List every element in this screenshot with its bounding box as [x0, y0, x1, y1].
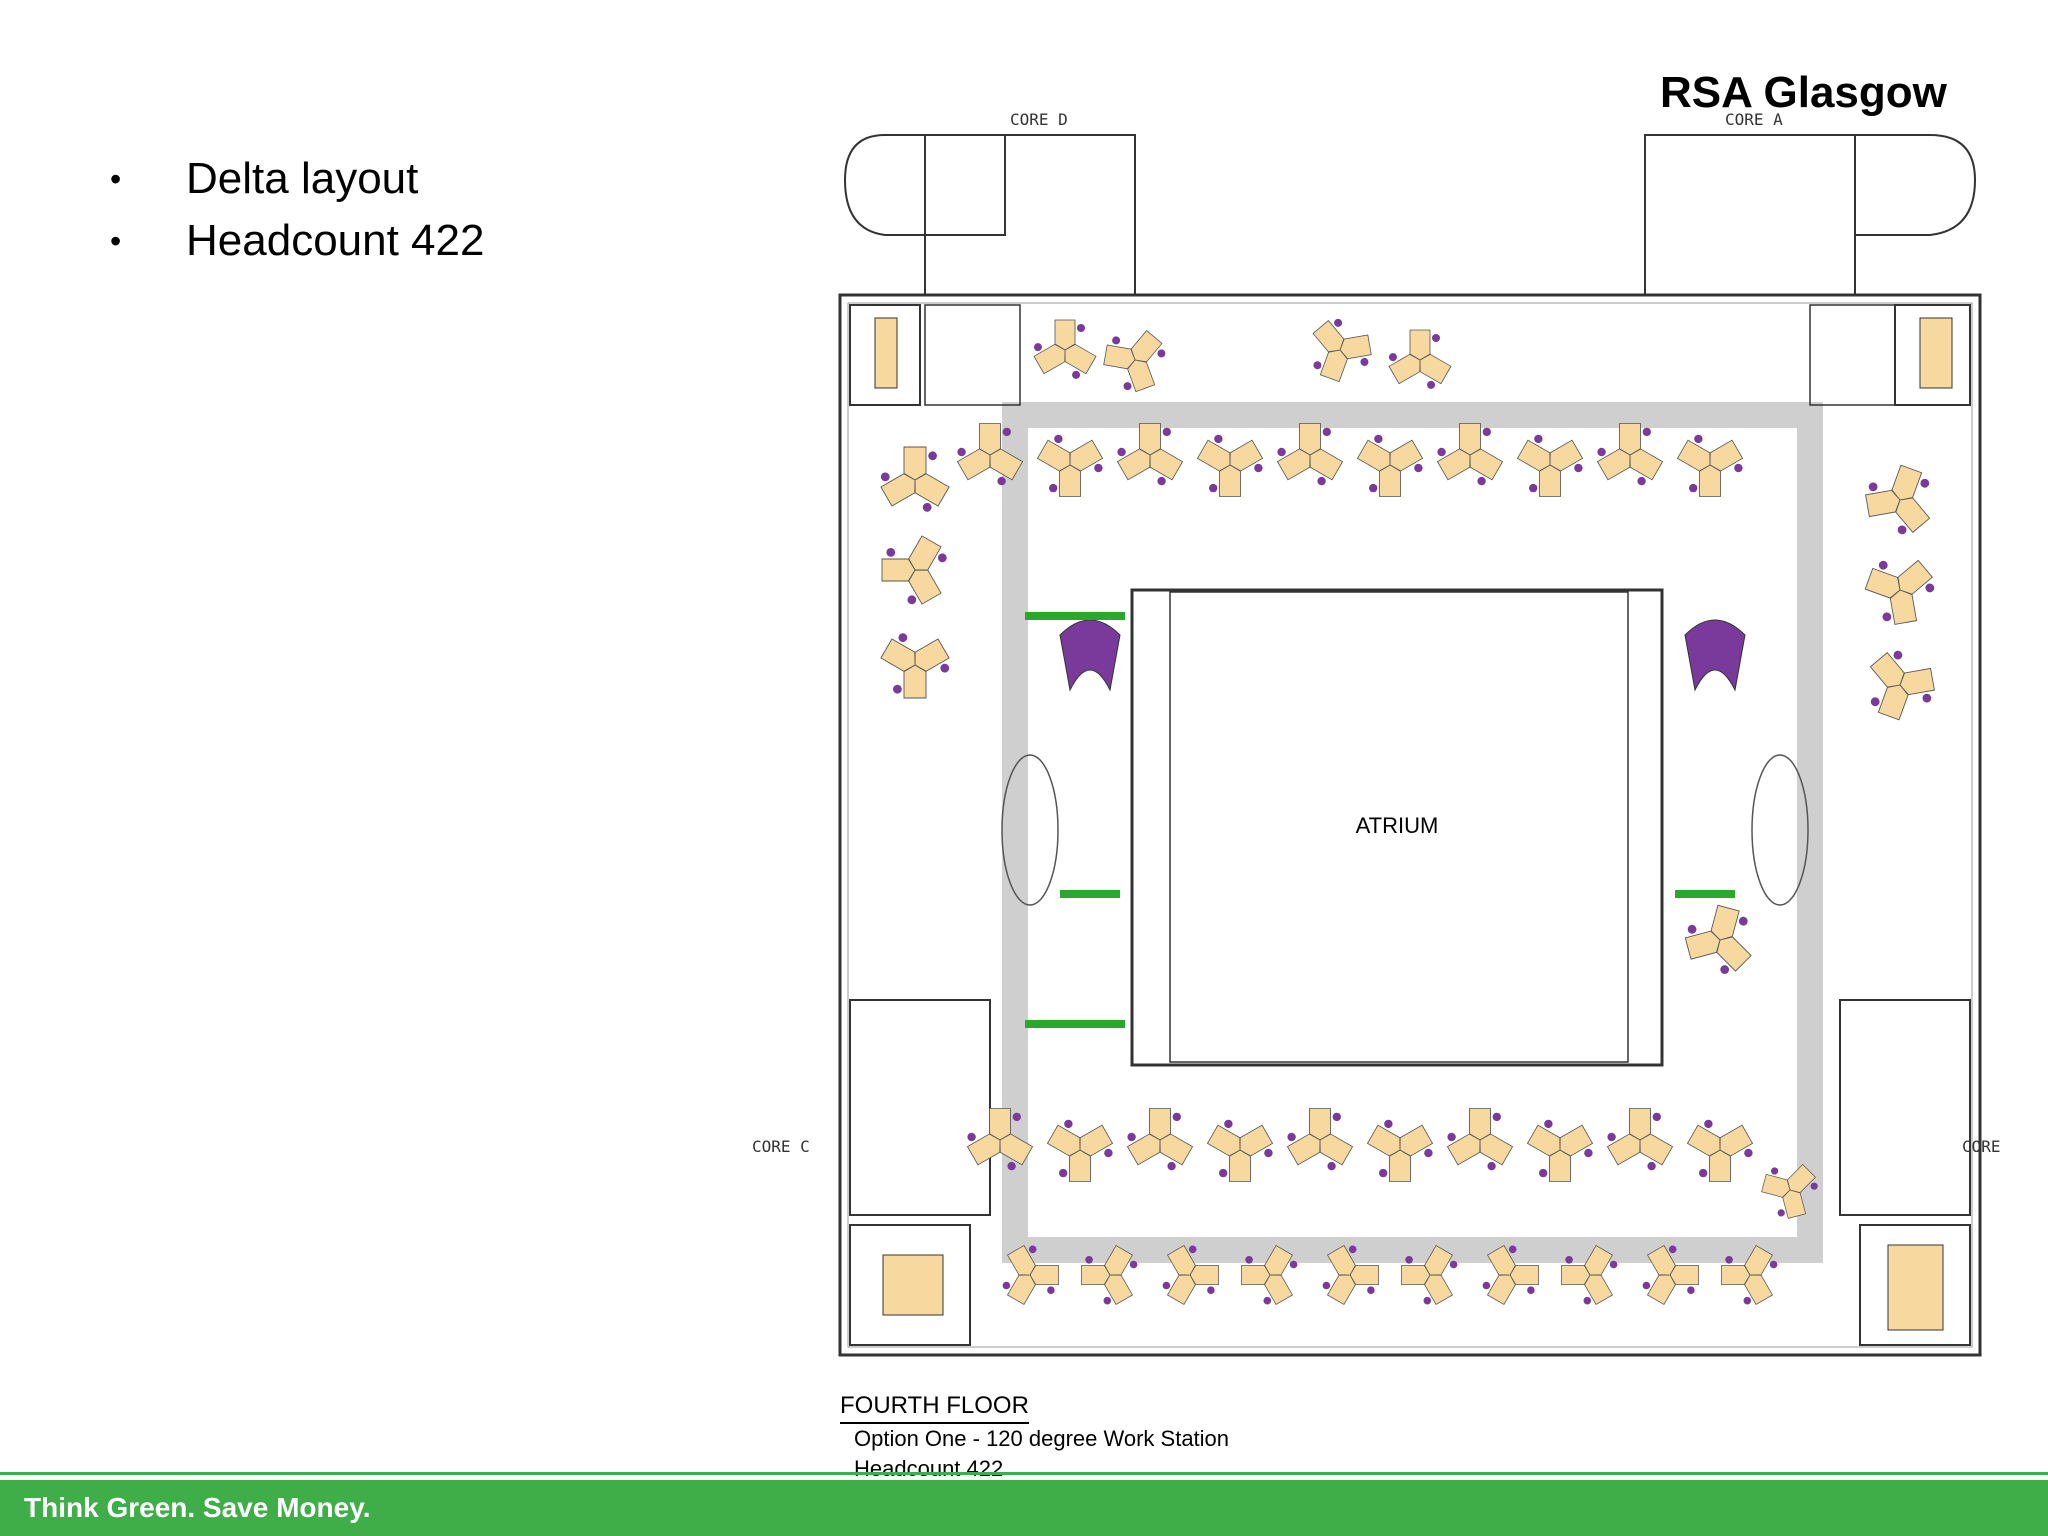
workstation-cluster [880, 633, 950, 699]
coats-oval-left [1001, 754, 1059, 906]
workstation-cluster [1446, 1108, 1514, 1171]
workstation-cluster [1401, 1245, 1458, 1305]
workstation-cluster [1606, 1108, 1674, 1171]
workstation-cluster [1002, 1245, 1059, 1305]
workstation-cluster [1761, 1164, 1818, 1219]
bullet-layout: Delta layout [110, 148, 484, 210]
workstation-cluster [966, 1108, 1034, 1171]
bullet-headcount: Headcount 422 [110, 210, 484, 272]
core-b [1839, 999, 1971, 1216]
meeting-room-bottom-left [849, 1224, 971, 1346]
workstation-cluster [1241, 1245, 1298, 1305]
workstation-cluster [1322, 1245, 1379, 1305]
workstation-cluster [1865, 464, 1931, 535]
workstation-cluster [1676, 434, 1744, 497]
workstation-cluster [1116, 423, 1184, 486]
bullet-list: Delta layout Headcount 422 [110, 148, 484, 272]
workstation-cluster [881, 535, 947, 605]
coats-oval-right [1751, 754, 1809, 906]
core-a-label: CORE A [1725, 110, 1783, 129]
workstation-cluster [1388, 329, 1452, 389]
workstation-cluster [1081, 1245, 1138, 1305]
workstation-cluster [1436, 423, 1504, 486]
meeting-room-top-left [849, 304, 921, 406]
workstation-cluster [1561, 1245, 1618, 1305]
workstation-cluster [1196, 434, 1264, 497]
workstation-cluster [1033, 319, 1097, 379]
workstation-cluster [880, 446, 950, 512]
workstation-cluster [1366, 1119, 1434, 1182]
workstation-cluster [1686, 1119, 1754, 1182]
workstation-cluster [1356, 434, 1424, 497]
atrium-label: ATRIUM [1356, 813, 1439, 838]
core-b-label: CORE B [1962, 1137, 2010, 1156]
core-d [843, 134, 1136, 296]
workstation-cluster [1036, 434, 1104, 497]
headcount-label: Headcount 422 [854, 1456, 1004, 1481]
plan-caption: FOURTH FLOOR Option One - 120 degree Wor… [840, 1392, 1229, 1484]
lounge-arc-left [1059, 619, 1121, 692]
building-outline [838, 293, 1982, 1357]
core-c [849, 999, 991, 1216]
workstation-cluster [1642, 1245, 1699, 1305]
training-room-bottom-right [1859, 1224, 1971, 1346]
workstation-clusters [880, 318, 1935, 1305]
workstation-cluster [1482, 1245, 1539, 1305]
comms-room-left [924, 304, 1021, 406]
footer-divider [0, 1472, 2048, 1475]
workstation-cluster [956, 423, 1024, 486]
circulation-ring [1002, 402, 1823, 1263]
footer-bar: Think Green. Save Money. [0, 1480, 2048, 1536]
comms-room-right [1809, 304, 1896, 406]
page-title: RSA Glasgow [1660, 68, 1947, 117]
floor-label: FOURTH FLOOR [840, 1392, 1029, 1424]
workstation-cluster [1103, 330, 1166, 393]
workstation-cluster [1046, 1119, 1114, 1182]
workstation-cluster [1721, 1245, 1778, 1305]
core-a [1644, 134, 1977, 296]
core-d-label: CORE D [1010, 110, 1068, 129]
workstation-cluster [1526, 1119, 1594, 1182]
workstation-cluster [1286, 1108, 1354, 1171]
workstation-cluster [1869, 650, 1935, 721]
workstation-cluster [1276, 423, 1344, 486]
workstation-cluster [1312, 318, 1372, 383]
workstation-cluster [1516, 434, 1584, 497]
workstation-cluster [1206, 1119, 1274, 1182]
lounge-arc-right [1684, 619, 1746, 692]
workstation-cluster [1126, 1108, 1194, 1171]
workstation-cluster [1596, 423, 1664, 486]
core-c-label: CORE C [752, 1137, 810, 1156]
option-label: Option One - 120 degree Work Station [854, 1426, 1230, 1451]
workstation-cluster [1684, 904, 1752, 974]
floor-plan: CORE D CORE A CORE C CORE B ATRIUM [752, 110, 2010, 1357]
workstation-cluster [1864, 559, 1935, 625]
footer-slogan: Think Green. Save Money. [24, 1492, 371, 1523]
workstation-cluster [1162, 1245, 1219, 1305]
